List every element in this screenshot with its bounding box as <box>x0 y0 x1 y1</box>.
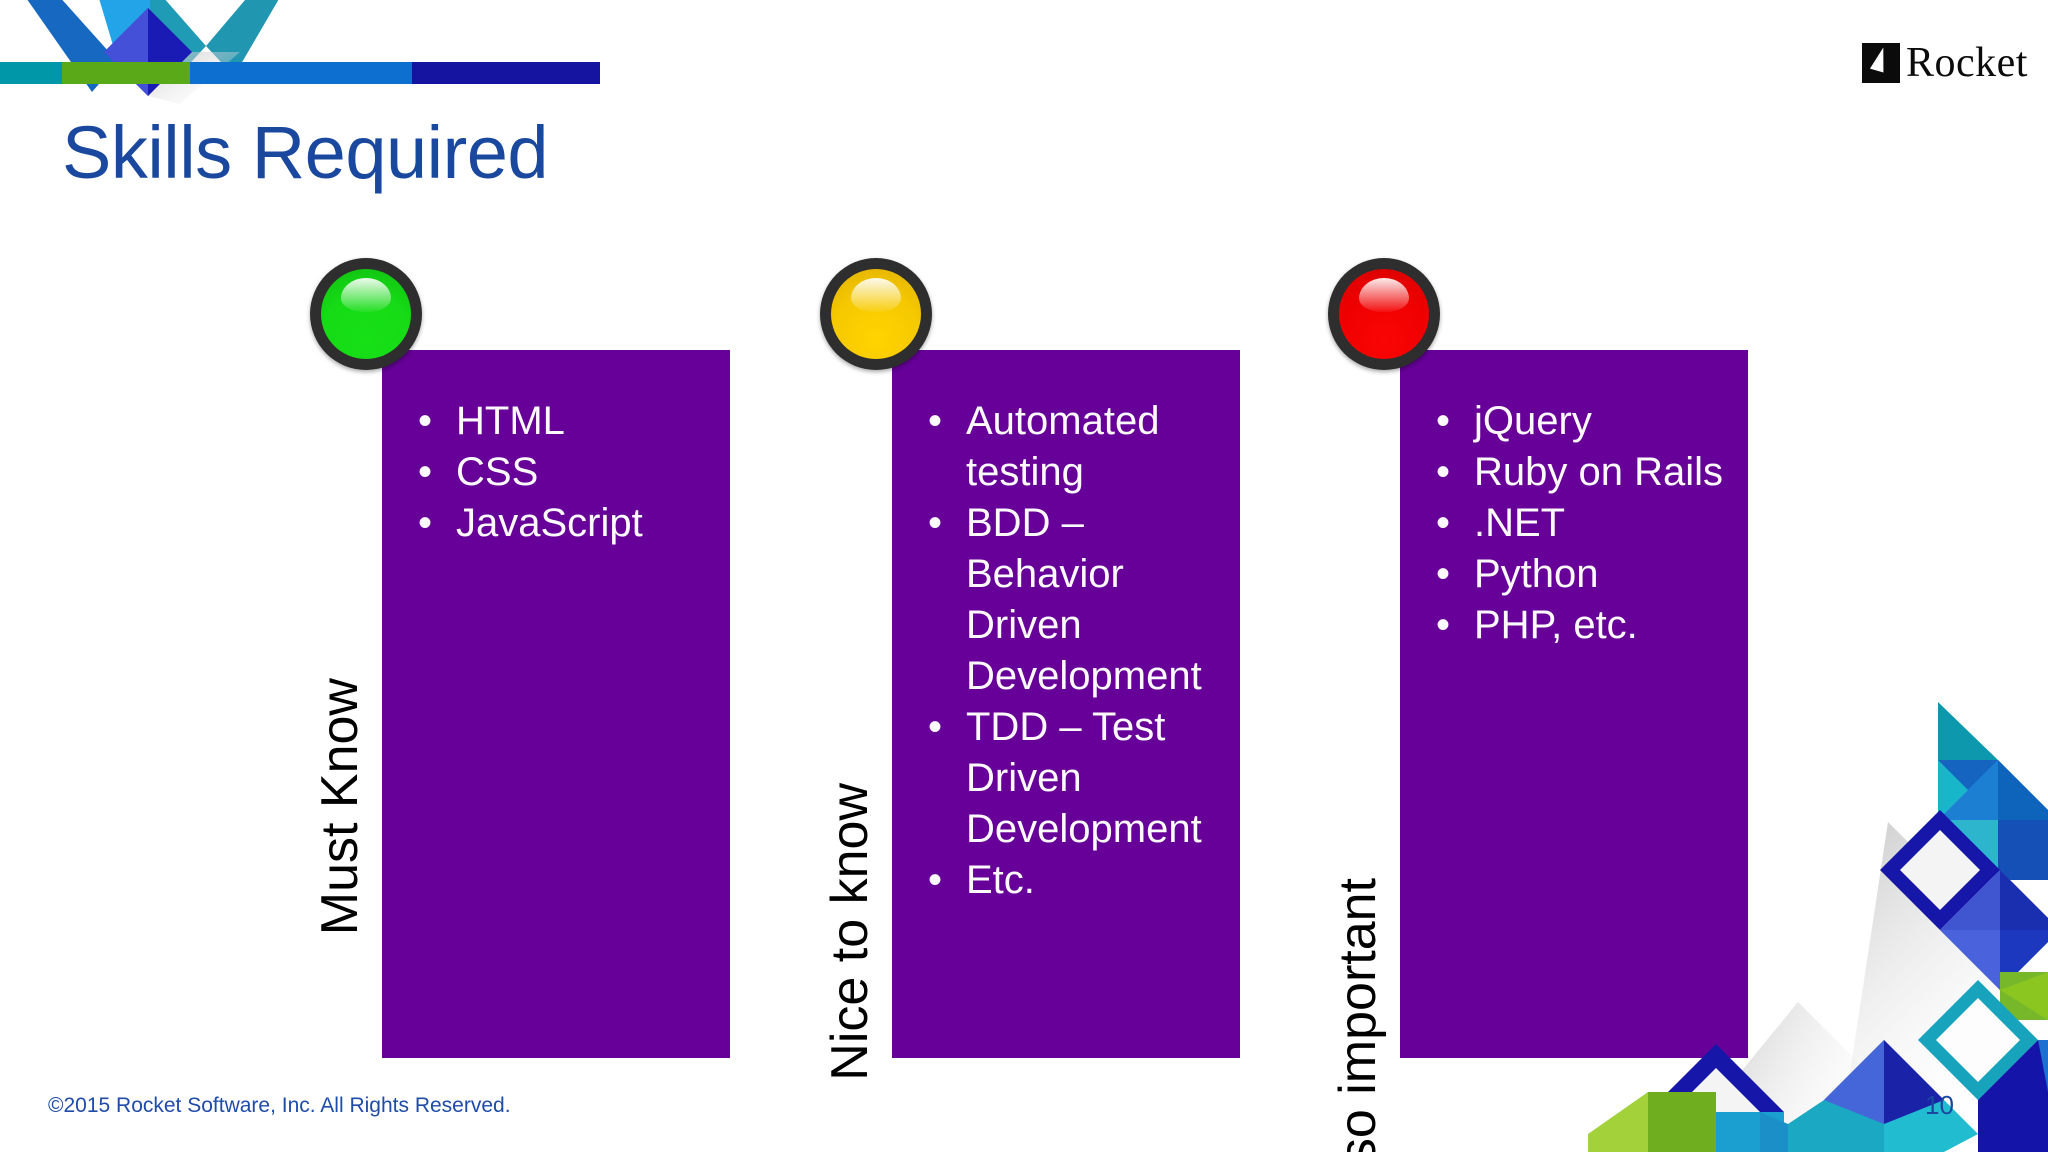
list-item: • PHP, etc. <box>1430 600 1738 651</box>
status-light-green <box>310 258 422 370</box>
column-label-text: Not so important <box>1329 878 1387 1152</box>
list-item-label: TDD – Test Driven Development <box>966 705 1202 851</box>
rocket-wordmark-text: Rocket <box>1906 40 2028 86</box>
status-light-lens <box>831 269 921 359</box>
bullet-glyph-icon: • <box>418 450 433 494</box>
list-item: • BDD – Behavior Driven Development <box>922 498 1230 702</box>
status-light-gloss <box>340 278 392 313</box>
list-item: • Etc. <box>922 855 1230 906</box>
status-light-lens <box>321 269 411 359</box>
list-item-label: PHP, etc. <box>1474 603 1638 647</box>
page-number: 10 <box>1925 1090 1954 1120</box>
bullet-glyph-icon: • <box>1436 552 1451 596</box>
list-item-label: JavaScript <box>456 501 643 545</box>
column-label-must-know: Must Know <box>310 678 370 935</box>
list-item: • JavaScript <box>412 498 720 549</box>
bullet-glyph-icon: • <box>418 399 433 443</box>
panel-nice-to-know: • Automated testing • BDD – Behavior Drive… <box>892 350 1240 1058</box>
list-item: • jQuery <box>1430 396 1738 447</box>
rocket-logo: Rocket <box>1862 42 2028 84</box>
bullet-glyph-icon: • <box>1436 399 1451 443</box>
bullet-glyph-icon: • <box>928 399 943 443</box>
list-item: • .NET <box>1430 498 1738 549</box>
bar-segment-green <box>62 62 190 84</box>
bullet-glyph-icon: • <box>928 705 943 749</box>
bullet-list-not-so-important: • jQuery • Ruby on Rails • .NET • Python • PH… <box>1400 350 1748 651</box>
status-light-yellow <box>820 258 932 370</box>
list-item: • Ruby on Rails <box>1430 447 1738 498</box>
list-item-label: CSS <box>456 450 539 494</box>
list-item-label: HTML <box>456 399 565 443</box>
bullet-glyph-icon: • <box>928 858 943 902</box>
column-label-text: Must Know <box>311 678 369 936</box>
bar-segment-teal <box>0 62 62 84</box>
header-accent-bar <box>0 62 600 84</box>
list-item-label: Ruby on Rails <box>1474 450 1724 494</box>
bullet-glyph-icon: • <box>418 501 433 545</box>
bar-segment-navy <box>412 62 600 84</box>
bullet-glyph-icon: • <box>1436 501 1451 545</box>
list-item-label: Python <box>1474 552 1599 596</box>
list-item: • TDD – Test Driven Development <box>922 702 1230 855</box>
rocket-square-icon <box>1862 43 1900 83</box>
bullet-glyph-icon: • <box>928 501 943 545</box>
list-item-label: .NET <box>1474 501 1566 545</box>
column-label-not-so-important: Not so important <box>1328 878 1388 1152</box>
list-item-label: Etc. <box>966 858 1035 902</box>
list-item-label: Automated testing <box>966 399 1160 494</box>
list-item: • HTML <box>412 396 720 447</box>
list-item: • Automated testing <box>922 396 1230 498</box>
status-light-gloss <box>850 278 902 313</box>
copyright-text: ©2015 Rocket Software, Inc. All Rights R… <box>48 1094 511 1117</box>
panel-not-so-important: • jQuery • Ruby on Rails • .NET • Python • PH… <box>1400 350 1748 1058</box>
bullet-list-nice-to-know: • Automated testing • BDD – Behavior Drive… <box>892 350 1240 906</box>
bullet-glyph-icon: • <box>1436 450 1451 494</box>
status-light-lens <box>1339 269 1429 359</box>
status-light-gloss <box>1358 278 1410 313</box>
list-item: • Python <box>1430 549 1738 600</box>
bar-segment-blue <box>190 62 412 84</box>
bullet-list-must-know: • HTML • CSS • JavaScript <box>382 350 730 549</box>
panel-must-know: • HTML • CSS • JavaScript <box>382 350 730 1058</box>
list-item: • CSS <box>412 447 720 498</box>
column-label-nice-to-know: Nice to know <box>820 783 880 1081</box>
page-title: Skills Required <box>62 111 549 194</box>
list-item-label: jQuery <box>1474 399 1592 443</box>
corner-chevron-logo-icon <box>27 0 279 104</box>
list-item-label: BDD – Behavior Driven Development <box>966 501 1202 698</box>
column-label-text: Nice to know <box>821 783 879 1081</box>
bullet-glyph-icon: • <box>1436 603 1451 647</box>
status-light-red <box>1328 258 1440 370</box>
